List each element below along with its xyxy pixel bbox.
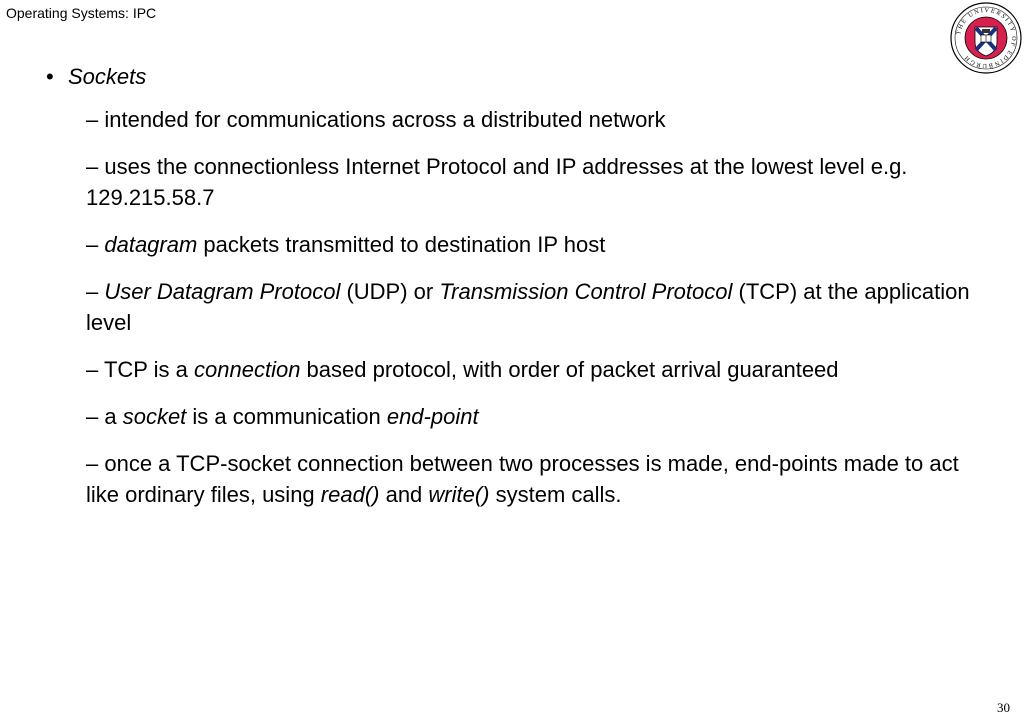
sub-bullet-item: – User Datagram Protocol (UDP) or Transm… — [86, 276, 976, 338]
bullet-heading: • Sockets — [46, 64, 146, 90]
sub-bullet-item: – TCP is a connection based protocol, wi… — [86, 354, 976, 385]
bullet-symbol: • — [46, 64, 54, 89]
text-run: – TCP is a — [86, 357, 195, 382]
italic-term: User Datagram Protocol — [104, 279, 341, 304]
text-run: – — [86, 232, 105, 257]
text-run: packets transmitted to destination IP ho… — [197, 232, 606, 257]
italic-term: Transmission Control Protocol — [439, 279, 733, 304]
sub-bullet-item: – uses the connectionless Internet Proto… — [86, 151, 976, 213]
crest-outer-ring — [950, 2, 1022, 74]
text-run: based protocol, with order of packet arr… — [300, 357, 839, 382]
italic-term: read() — [320, 482, 380, 507]
slide-header-title: Operating Systems: IPC — [6, 5, 157, 21]
crest-svg: THE UNIVERSITY OF EDINBURGH — [950, 2, 1022, 74]
italic-term: end-point — [386, 404, 479, 429]
text-run: (UDP) or — [340, 279, 440, 304]
crest-text-band — [954, 6, 1018, 70]
bullet-title: Sockets — [68, 64, 147, 89]
text-run: – a — [86, 404, 123, 429]
sub-bullet-item: – datagram packets transmitted to destin… — [86, 229, 976, 260]
text-run: is a communication — [186, 404, 387, 429]
italic-term: connection — [194, 357, 301, 382]
text-run: – uses the connectionless Internet Proto… — [86, 154, 908, 210]
sub-bullet-item: – a socket is a communication end-point — [86, 401, 976, 432]
sub-bullet-item: – intended for communications across a d… — [86, 104, 976, 135]
italic-term: write() — [428, 482, 490, 507]
crest-castle — [982, 29, 990, 33]
text-run: – intended for communications across a d… — [86, 107, 666, 132]
text-run: (TCP) at the application level — [86, 279, 970, 335]
text-run: – once a TCP-socket connection between t… — [86, 451, 959, 507]
italic-term: socket — [122, 404, 187, 429]
text-run: system calls. — [489, 482, 622, 507]
text-run: and — [379, 482, 429, 507]
sub-bullet-list: – intended for communications across a d… — [86, 104, 976, 526]
text-run: – — [86, 279, 105, 304]
university-crest-logo: THE UNIVERSITY OF EDINBURGH — [948, 0, 1024, 76]
italic-term: datagram — [104, 232, 198, 257]
page-number: 30 — [997, 700, 1010, 715]
sub-bullet-item: – once a TCP-socket connection between t… — [86, 448, 976, 510]
